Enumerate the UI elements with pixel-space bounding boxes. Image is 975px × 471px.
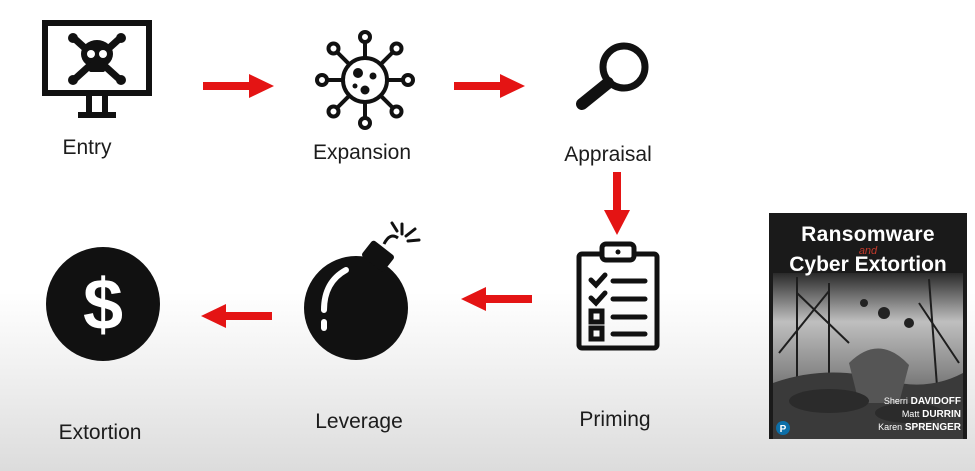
stage-label-priming: Priming — [579, 408, 651, 431]
author-last-name: SPRENGER — [904, 422, 961, 433]
arrow-left — [461, 287, 532, 311]
author-first-name: Karen — [878, 422, 903, 432]
arrow-down — [604, 172, 630, 235]
stage-label-entry: Entry — [62, 136, 112, 159]
virus-icon — [315, 30, 415, 130]
book-cover-art: P — [769, 213, 967, 439]
magnifier-icon — [576, 42, 649, 110]
skull-monitor-icon — [42, 20, 152, 118]
author-last-name: DAVIDOFF — [910, 396, 961, 407]
stage-label-leverage: Leverage — [315, 410, 403, 433]
svg-text:P: P — [780, 424, 787, 435]
stage-label-appraisal: Appraisal — [564, 143, 652, 166]
svg-text:$: $ — [83, 265, 123, 345]
book-author-1: Sherri DAVIDOFF — [878, 395, 961, 408]
dollar-coin-icon: $ — [46, 247, 160, 361]
book-author-3: Karen SPRENGER — [878, 421, 961, 434]
stage-label-extortion: Extortion — [58, 421, 142, 444]
book-author-2: Matt DURRIN — [878, 408, 961, 421]
stage-label-expansion: Expansion — [312, 141, 412, 164]
bomb-icon — [304, 221, 421, 360]
book-title-line2: Cyber Extortion — [789, 253, 947, 276]
author-last-name: DURRIN — [922, 409, 961, 420]
arrow-right — [203, 74, 274, 98]
book-title-line1: Ransomware — [801, 223, 935, 246]
book-cover: P Ransomware and Cyber Extortion Sherri … — [769, 213, 967, 439]
clipboard-checklist-icon — [576, 241, 660, 351]
arrow-right — [454, 74, 525, 98]
author-first-name: Sherri — [883, 396, 908, 406]
book-title-and: and — [858, 245, 878, 257]
author-first-name: Matt — [901, 409, 920, 419]
arrow-left — [201, 304, 272, 328]
